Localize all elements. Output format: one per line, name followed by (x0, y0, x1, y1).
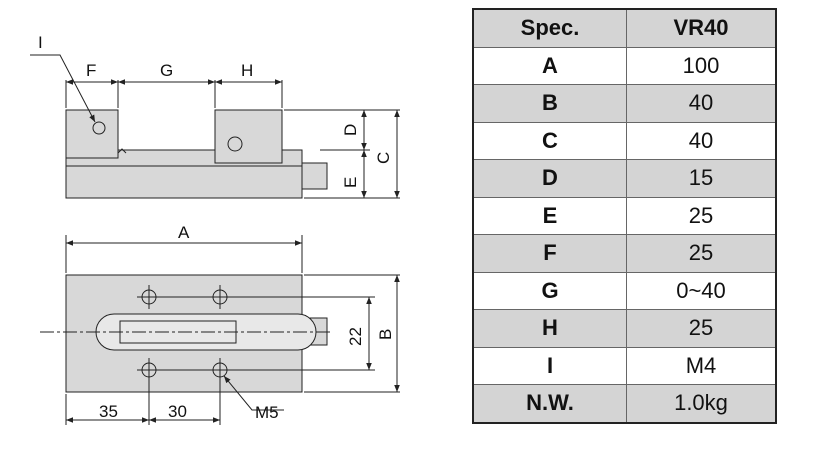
table-row: B 40 (472, 84, 777, 123)
label-i: I (38, 33, 43, 52)
table-row: G 0~40 (472, 271, 777, 310)
table-row: C 40 (472, 121, 777, 160)
leader-i (30, 54, 96, 123)
spec-value: M4 (626, 346, 777, 385)
spec-value: 1.0kg (626, 384, 777, 423)
spec-key: D (472, 159, 627, 198)
side-view (65, 109, 328, 199)
label-a: A (178, 223, 190, 242)
spec-key: H (472, 309, 627, 348)
table-row: F 25 (472, 234, 777, 273)
spec-table: Spec. VR40 A 100 B 40 C 40 D 15 E 25 F 2… (472, 8, 777, 424)
screw-hole-icon (92, 121, 106, 135)
spec-value: 25 (626, 234, 777, 273)
spec-key: I (472, 346, 627, 385)
label-h: H (241, 61, 253, 80)
label-f: F (86, 61, 96, 80)
spec-value: 40 (626, 121, 777, 160)
table-row: D 15 (472, 159, 777, 198)
label-c: C (374, 152, 393, 164)
jaw-hole-icon (227, 136, 243, 152)
spec-key: F (472, 234, 627, 273)
leader-m5 (223, 375, 284, 411)
spec-value: 100 (626, 46, 777, 85)
table-header: Spec. VR40 (472, 8, 777, 48)
label-m5: M5 (255, 403, 279, 422)
table-row: I M4 (472, 346, 777, 385)
header-spec: Spec. (472, 8, 627, 48)
label-g: G (160, 61, 173, 80)
moving-jaw (214, 109, 283, 164)
spec-value: 15 (626, 159, 777, 198)
spec-key: G (472, 271, 627, 310)
label-b: B (376, 329, 395, 340)
spec-key: C (472, 121, 627, 160)
base-body (65, 165, 303, 199)
spec-key: A (472, 46, 627, 85)
table-row: A 100 (472, 46, 777, 85)
table-row: E 25 (472, 196, 777, 235)
spec-key: E (472, 196, 627, 235)
label-d: D (341, 124, 360, 136)
spec-value: 0~40 (626, 271, 777, 310)
header-model: VR40 (626, 8, 777, 48)
top-view (65, 274, 328, 393)
spec-key: B (472, 84, 627, 123)
spec-value: 25 (626, 196, 777, 235)
label-35: 35 (99, 402, 118, 421)
label-e: E (341, 177, 360, 188)
screw-end (301, 162, 328, 190)
label-22: 22 (346, 327, 365, 346)
table-row: N.W. 1.0kg (472, 384, 777, 423)
spec-value: 25 (626, 309, 777, 348)
table-row: H 25 (472, 309, 777, 348)
spec-value: 40 (626, 84, 777, 123)
label-30: 30 (168, 402, 187, 421)
spec-key: N.W. (472, 384, 627, 423)
